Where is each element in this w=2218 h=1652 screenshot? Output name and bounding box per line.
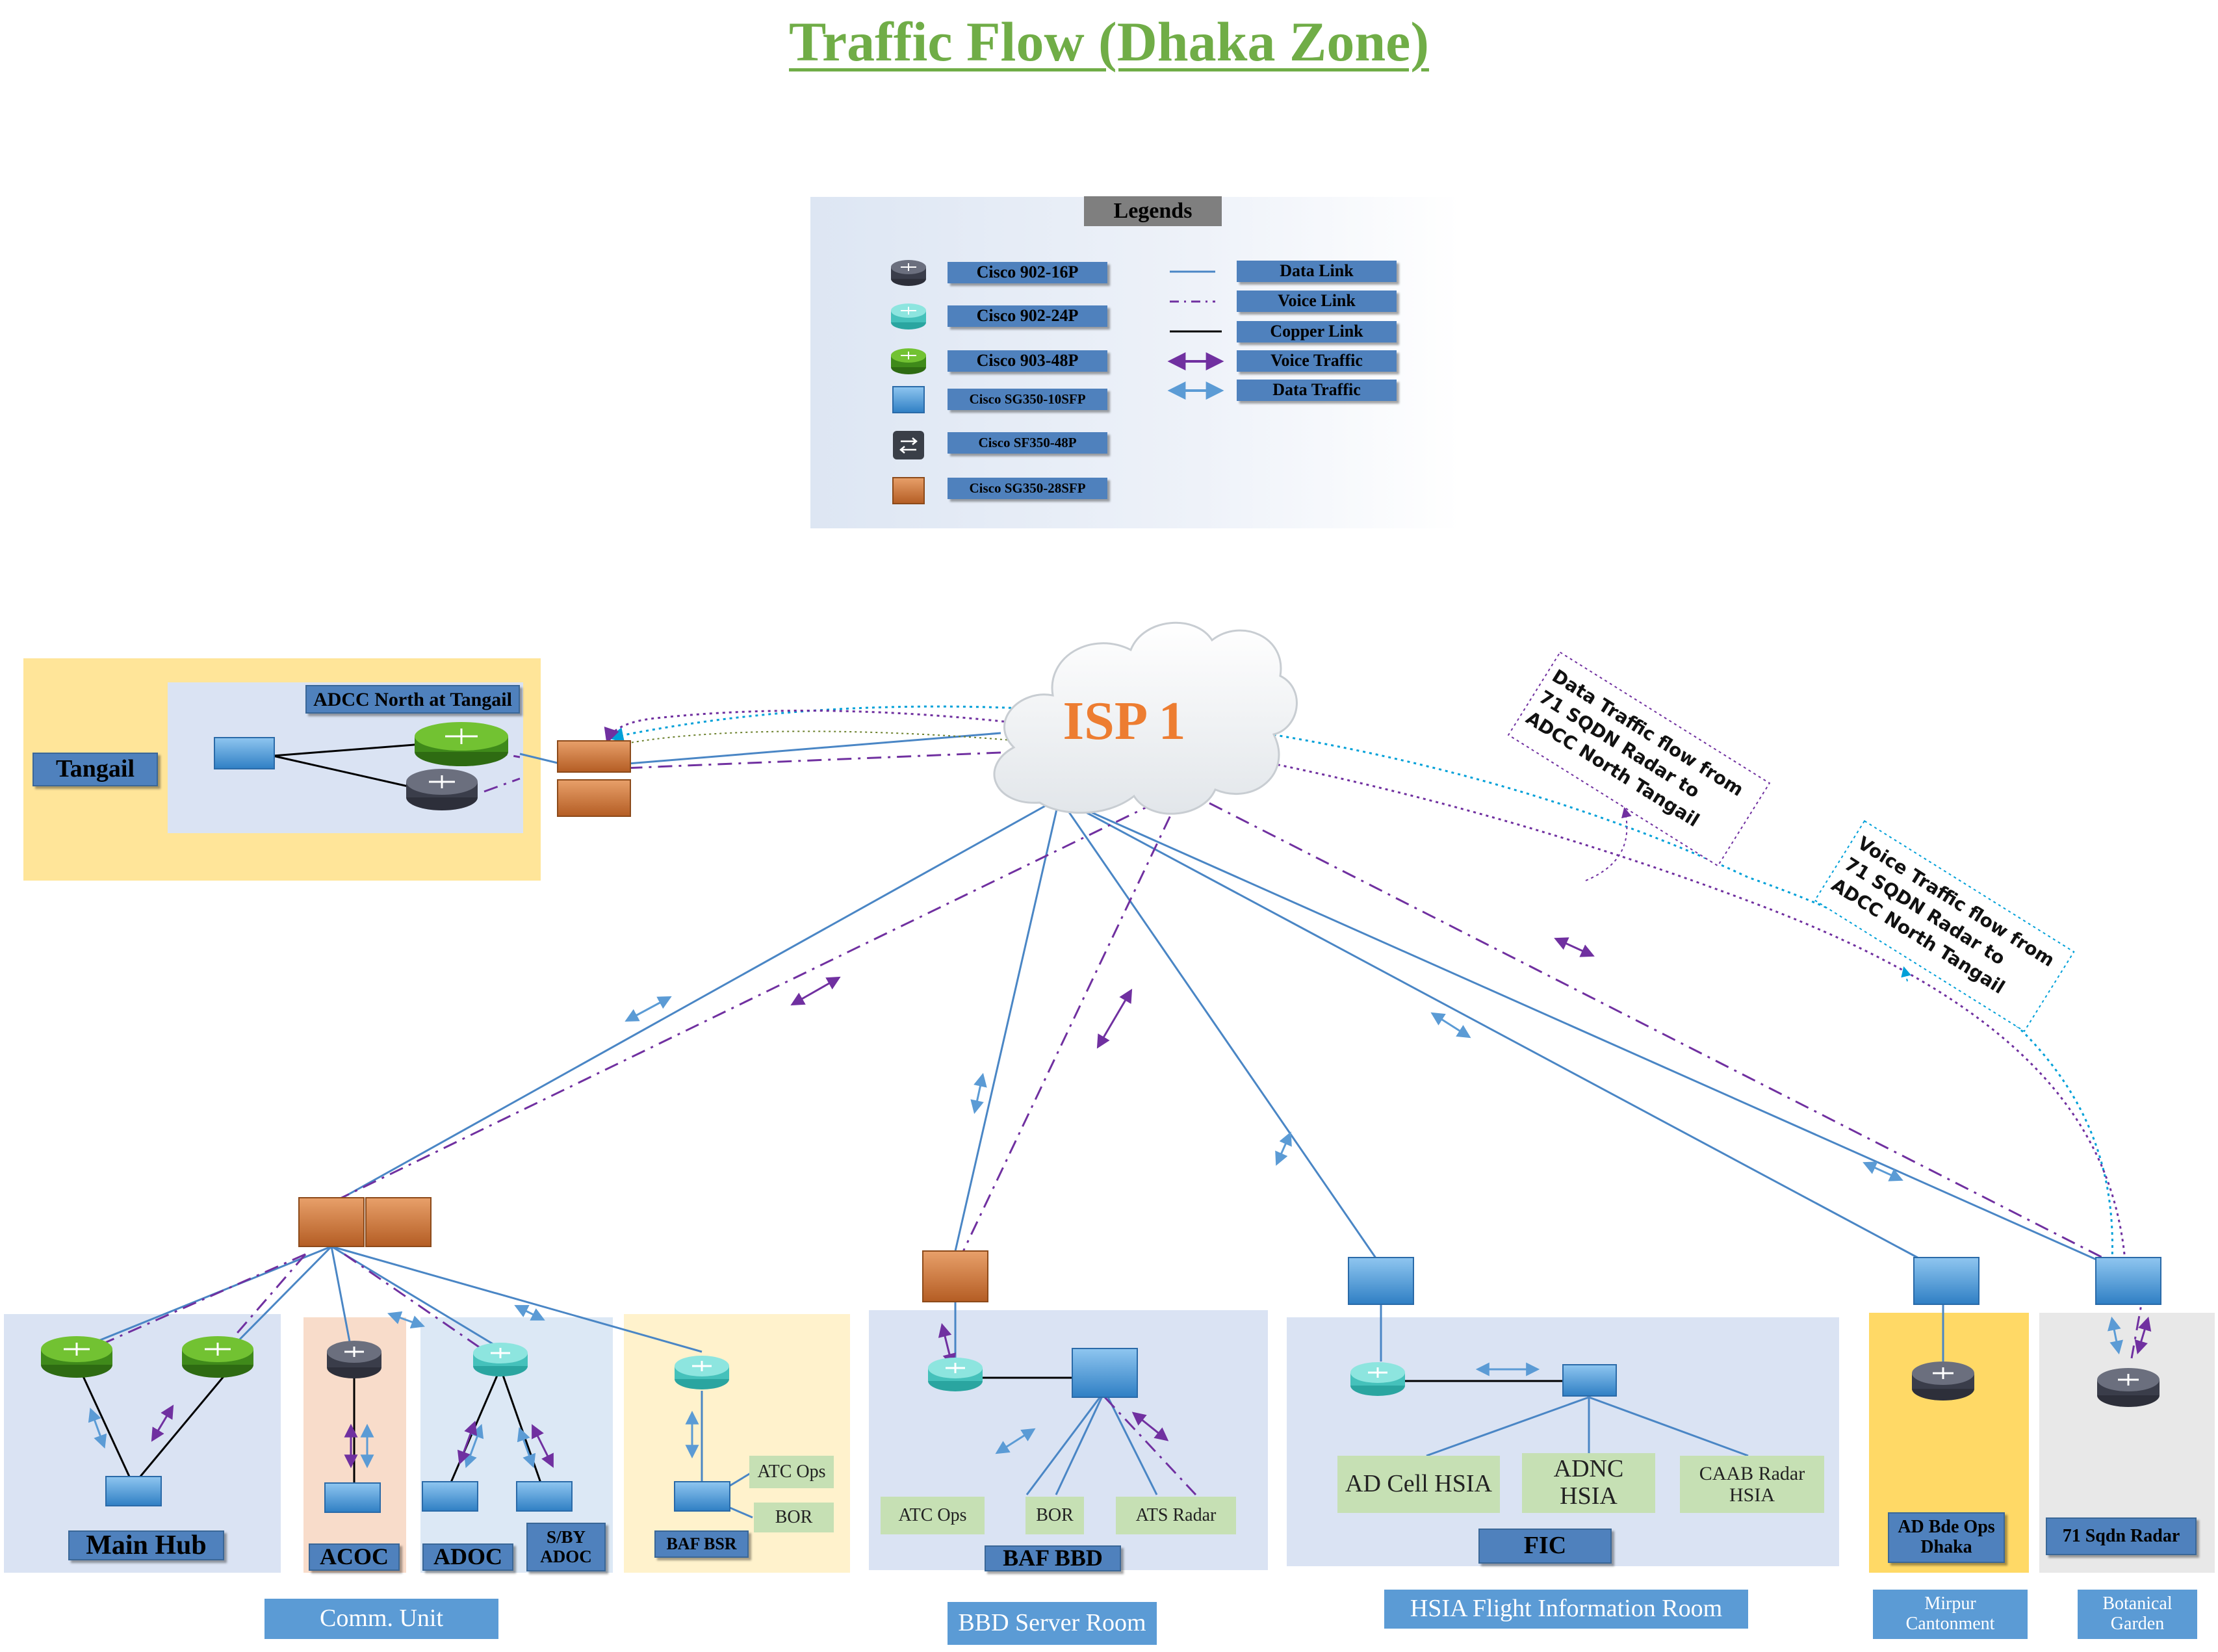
legend-label-cisco-sg350-28sfp: Cisco SG350-28SFP — [948, 478, 1107, 499]
zone-label-ad-bde-ops: AD Bde Ops Dhaka — [1888, 1512, 2005, 1563]
comm-unit-core-switch — [298, 1197, 432, 1247]
legend-label-data-traffic: Data Traffic — [1237, 380, 1397, 401]
switch-orange-icon — [892, 477, 925, 504]
zone-label-tangail: Tangail — [32, 753, 158, 786]
bbd-core-switch — [922, 1250, 988, 1302]
data-links — [79, 732, 2100, 1519]
caption-botanical-garden: Botanical Garden — [2078, 1590, 2197, 1639]
legend-label-copper-link: Copper Link — [1237, 321, 1397, 342]
bbd-bor: BOR — [1025, 1497, 1084, 1534]
legend-label-cisco-sf350-48p: Cisco SF350-48P — [948, 432, 1107, 454]
routers-green — [41, 722, 508, 1378]
caption-bbd-server-room: BBD Server Room — [948, 1602, 1157, 1645]
isp-cloud-label: ISP 1 — [1063, 690, 1186, 751]
caption-comm-unit: Comm. Unit — [264, 1599, 498, 1639]
legend-label-voice-traffic: Voice Traffic — [1237, 350, 1397, 372]
switch-gray-icon — [893, 431, 924, 459]
bbd-atc-ops: ATC Ops — [881, 1497, 985, 1534]
switch-blue-icon — [892, 386, 925, 413]
zone-label-sby-adoc: S/BY ADOC — [526, 1523, 606, 1571]
router-teal-icon — [891, 303, 926, 329]
routers-teal — [473, 1343, 1405, 1396]
legend-label-cisco-903-48p: Cisco 903-48P — [948, 350, 1107, 372]
legend-label-data-link: Data Link — [1237, 261, 1397, 282]
zone-label-adoc: ADOC — [422, 1543, 513, 1571]
hsia-zone — [1287, 1317, 1839, 1566]
hsia-caab-radar: CAAB Radar HSIA — [1680, 1456, 1824, 1513]
legend-label-cisco-902-24p: Cisco 902-24P — [948, 305, 1107, 327]
legend-label-cisco-sg350-10sfp: Cisco SG350-10SFP — [948, 389, 1107, 410]
zone-label-main-hub: Main Hub — [68, 1530, 224, 1560]
copper-links — [78, 743, 1566, 1491]
voice-note-pointer — [1901, 966, 1911, 982]
hsia-ad-cell: AD Cell HSIA — [1337, 1456, 1500, 1513]
router-green-icon — [891, 348, 926, 374]
legend-link-samples — [1167, 270, 1224, 400]
hsia-adnc: ADNC HSIA — [1522, 1453, 1655, 1513]
caption-mirpur-cantonment: Mirpur Cantonment — [1873, 1590, 2028, 1639]
blue-switches — [105, 737, 2161, 1513]
bsr-atc-ops: ATC Ops — [749, 1456, 834, 1488]
data-note-pointer — [1585, 807, 1632, 881]
routers-dark — [327, 769, 2160, 1407]
isp-cloud — [993, 621, 1298, 815]
data-flow-arc — [608, 705, 2113, 1261]
legend-label-voice-link: Voice Link — [1237, 290, 1397, 312]
legend-label-cisco-902-16p: Cisco 902-16P — [948, 262, 1107, 283]
zone-label-acoc: ACOC — [309, 1543, 400, 1571]
bsr-bor: BOR — [754, 1503, 834, 1532]
voice-traffic-arrows — [151, 937, 2152, 1469]
caption-hsia-flight-info-room: HSIA Flight Information Room — [1384, 1590, 1748, 1629]
tangail-core-switch — [557, 740, 631, 817]
room-label-adcc-north: ADCC North at Tangail — [305, 685, 520, 714]
page-title: Traffic Flow (Dhaka Zone) — [789, 10, 1429, 73]
zone-label-71-sqdn-radar: 71 Sqdn Radar — [2046, 1517, 2197, 1555]
bbd-ats-radar: ATS Radar — [1116, 1497, 1236, 1534]
router-dark-icon — [891, 260, 926, 286]
zone-label-fic: FIC — [1478, 1529, 1612, 1564]
zone-label-baf-bsr: BAF BSR — [654, 1530, 749, 1558]
zone-label-baf-bbd: BAF BBD — [985, 1545, 1121, 1571]
legend-heading: Legends — [1084, 196, 1222, 226]
